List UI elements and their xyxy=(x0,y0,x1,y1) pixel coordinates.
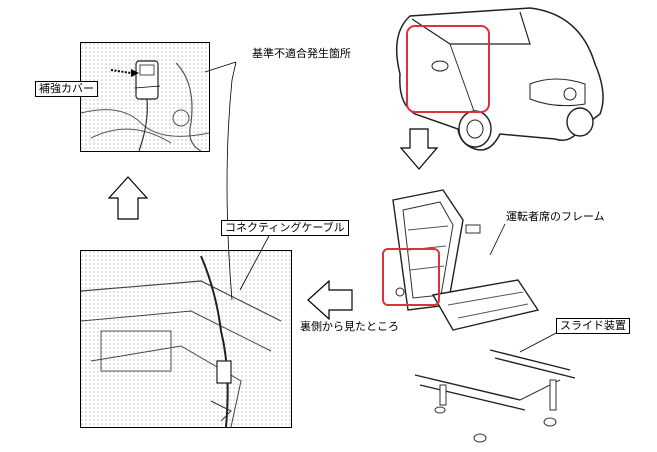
detail-panel-cover xyxy=(80,42,210,152)
cover-detail-sketch xyxy=(81,43,209,151)
slide-device-illustration xyxy=(414,349,576,443)
seat-highlight-box xyxy=(382,248,440,306)
arrow-up-icon xyxy=(108,176,148,220)
cable-connector xyxy=(216,360,232,384)
back-view-sketch xyxy=(81,251,291,427)
label-reinforcement-cover: 補強カバー xyxy=(35,81,98,97)
side-mirror xyxy=(431,60,449,72)
detail-panel-back-view xyxy=(80,250,292,428)
label-viewed-from-back: 裏側から見たところ xyxy=(300,320,399,333)
car-highlight-box xyxy=(406,25,490,113)
label-slide-device: スライド装置 xyxy=(556,318,630,334)
label-driver-seat-frame: 運転者席のフレーム xyxy=(506,210,605,223)
arrow-down-icon xyxy=(400,128,438,170)
arrow-left-icon xyxy=(307,280,353,320)
label-nonconformity-location: 基準不適合発生箇所 xyxy=(252,47,351,60)
label-connecting-cable: コネクティングケーブル xyxy=(221,220,349,236)
